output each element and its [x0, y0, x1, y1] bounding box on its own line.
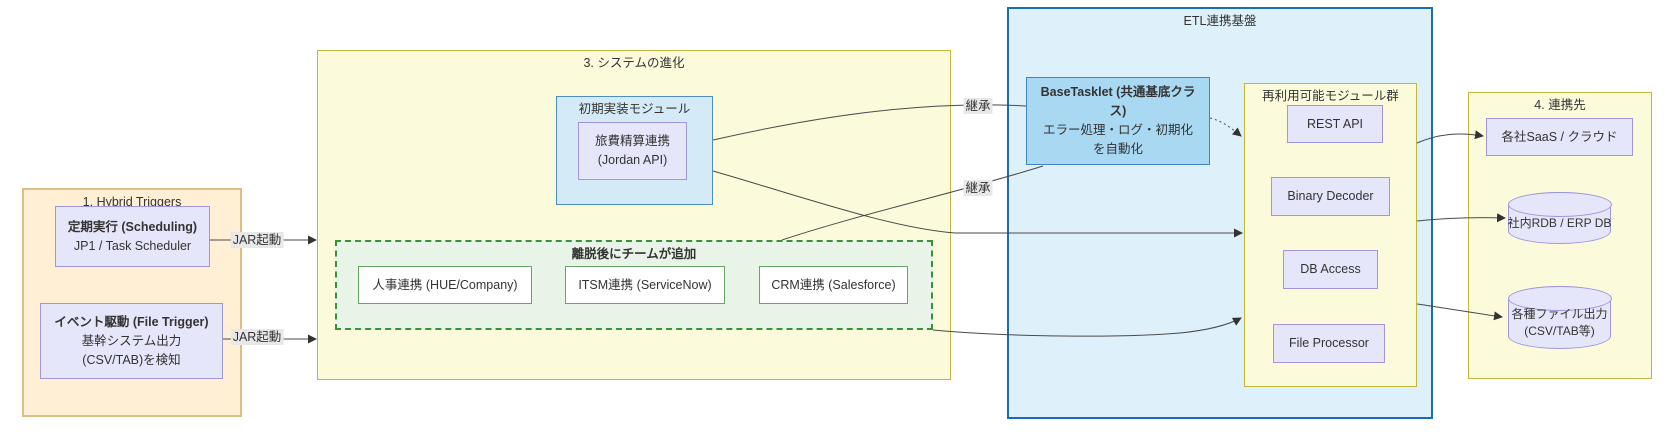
- file-trigger-sublabel-2: (CSV/TAB)を検知: [82, 352, 181, 367]
- travel-expense-label: 旅費精算連携: [594, 134, 670, 148]
- binary-decoder-node: Binary Decoder: [1271, 177, 1390, 216]
- db-access-node: DB Access: [1283, 250, 1378, 289]
- edge-label-jar-2: JAR起動: [230, 329, 284, 345]
- file-trigger-node: イベント駆動 (File Trigger) 基幹システム出力 (CSV/TAB)…: [40, 303, 223, 379]
- hr-integration-node: 人事連携 (HUE/Company): [358, 266, 532, 304]
- rdb-label: 社内RDB / ERP DB: [1507, 216, 1612, 230]
- initial-module-title: 初期実装モジュール: [578, 102, 691, 116]
- edge-label-inherit-1: 継承: [963, 98, 993, 114]
- base-tasklet-label: BaseTasklet (共通基底クラス): [1040, 85, 1196, 118]
- edge-label-jar-1: JAR起動: [230, 232, 284, 248]
- itsm-integration-label: ITSM連携 (ServiceNow): [578, 277, 712, 292]
- travel-expense-sublabel: (Jordan API): [597, 153, 668, 167]
- base-tasklet-sublabel-1: エラー処理・ログ・初期化: [1042, 123, 1193, 137]
- file-output-sublabel: (CSV/TAB等): [1524, 324, 1595, 338]
- etl-platform-title: ETL連携基盤: [1183, 14, 1257, 28]
- crm-integration-label: CRM連携 (Salesforce): [771, 277, 896, 292]
- scheduling-node: 定期実行 (Scheduling) JP1 / Task Scheduler: [55, 206, 210, 267]
- itsm-integration-node: ITSM連携 (ServiceNow): [565, 266, 725, 304]
- file-processor-node: File Processor: [1273, 324, 1385, 363]
- file-output-label: 各種ファイル出力: [1511, 307, 1608, 321]
- saas-label: 各社SaaS / クラウド: [1501, 129, 1618, 144]
- rest-api-node: REST API: [1287, 105, 1383, 143]
- file-trigger-label: イベント駆動 (File Trigger): [54, 314, 209, 329]
- scheduling-sublabel: JP1 / Task Scheduler: [73, 238, 192, 253]
- base-tasklet-node: BaseTasklet (共通基底クラス) エラー処理・ログ・初期化 を自動化: [1026, 77, 1210, 165]
- hybrid-triggers-title: 1. Hybrid Triggers: [82, 195, 182, 209]
- rdb-cylinder: 社内RDB / ERP DB: [1507, 191, 1612, 244]
- crm-integration-node: CRM連携 (Salesforce): [759, 266, 908, 304]
- file-trigger-sublabel-1: 基幹システム出力: [81, 333, 182, 348]
- binary-decoder-label: Binary Decoder: [1287, 189, 1374, 203]
- reusable-modules-title: 再利用可能モジュール群: [1262, 89, 1399, 103]
- added-after-departure-title: 離脱後にチームが追加: [571, 247, 697, 261]
- rest-api-label: REST API: [1306, 116, 1364, 131]
- file-output-cylinder: 各種ファイル出力 (CSV/TAB等): [1507, 285, 1612, 349]
- hr-integration-label: 人事連携 (HUE/Company): [372, 277, 518, 292]
- saas-node: 各社SaaS / クラウド: [1486, 118, 1633, 156]
- system-evolution-title: 3. システムの進化: [583, 56, 685, 70]
- db-access-label: DB Access: [1300, 262, 1361, 276]
- travel-expense-node: 旅費精算連携 (Jordan API): [578, 122, 687, 180]
- file-processor-label: File Processor: [1289, 336, 1369, 350]
- scheduling-label: 定期実行 (Scheduling): [67, 219, 198, 234]
- edge-label-inherit-2: 継承: [963, 180, 993, 196]
- targets-title: 4. 連携先: [1534, 98, 1586, 112]
- base-tasklet-sublabel-2: を自動化: [1092, 142, 1143, 156]
